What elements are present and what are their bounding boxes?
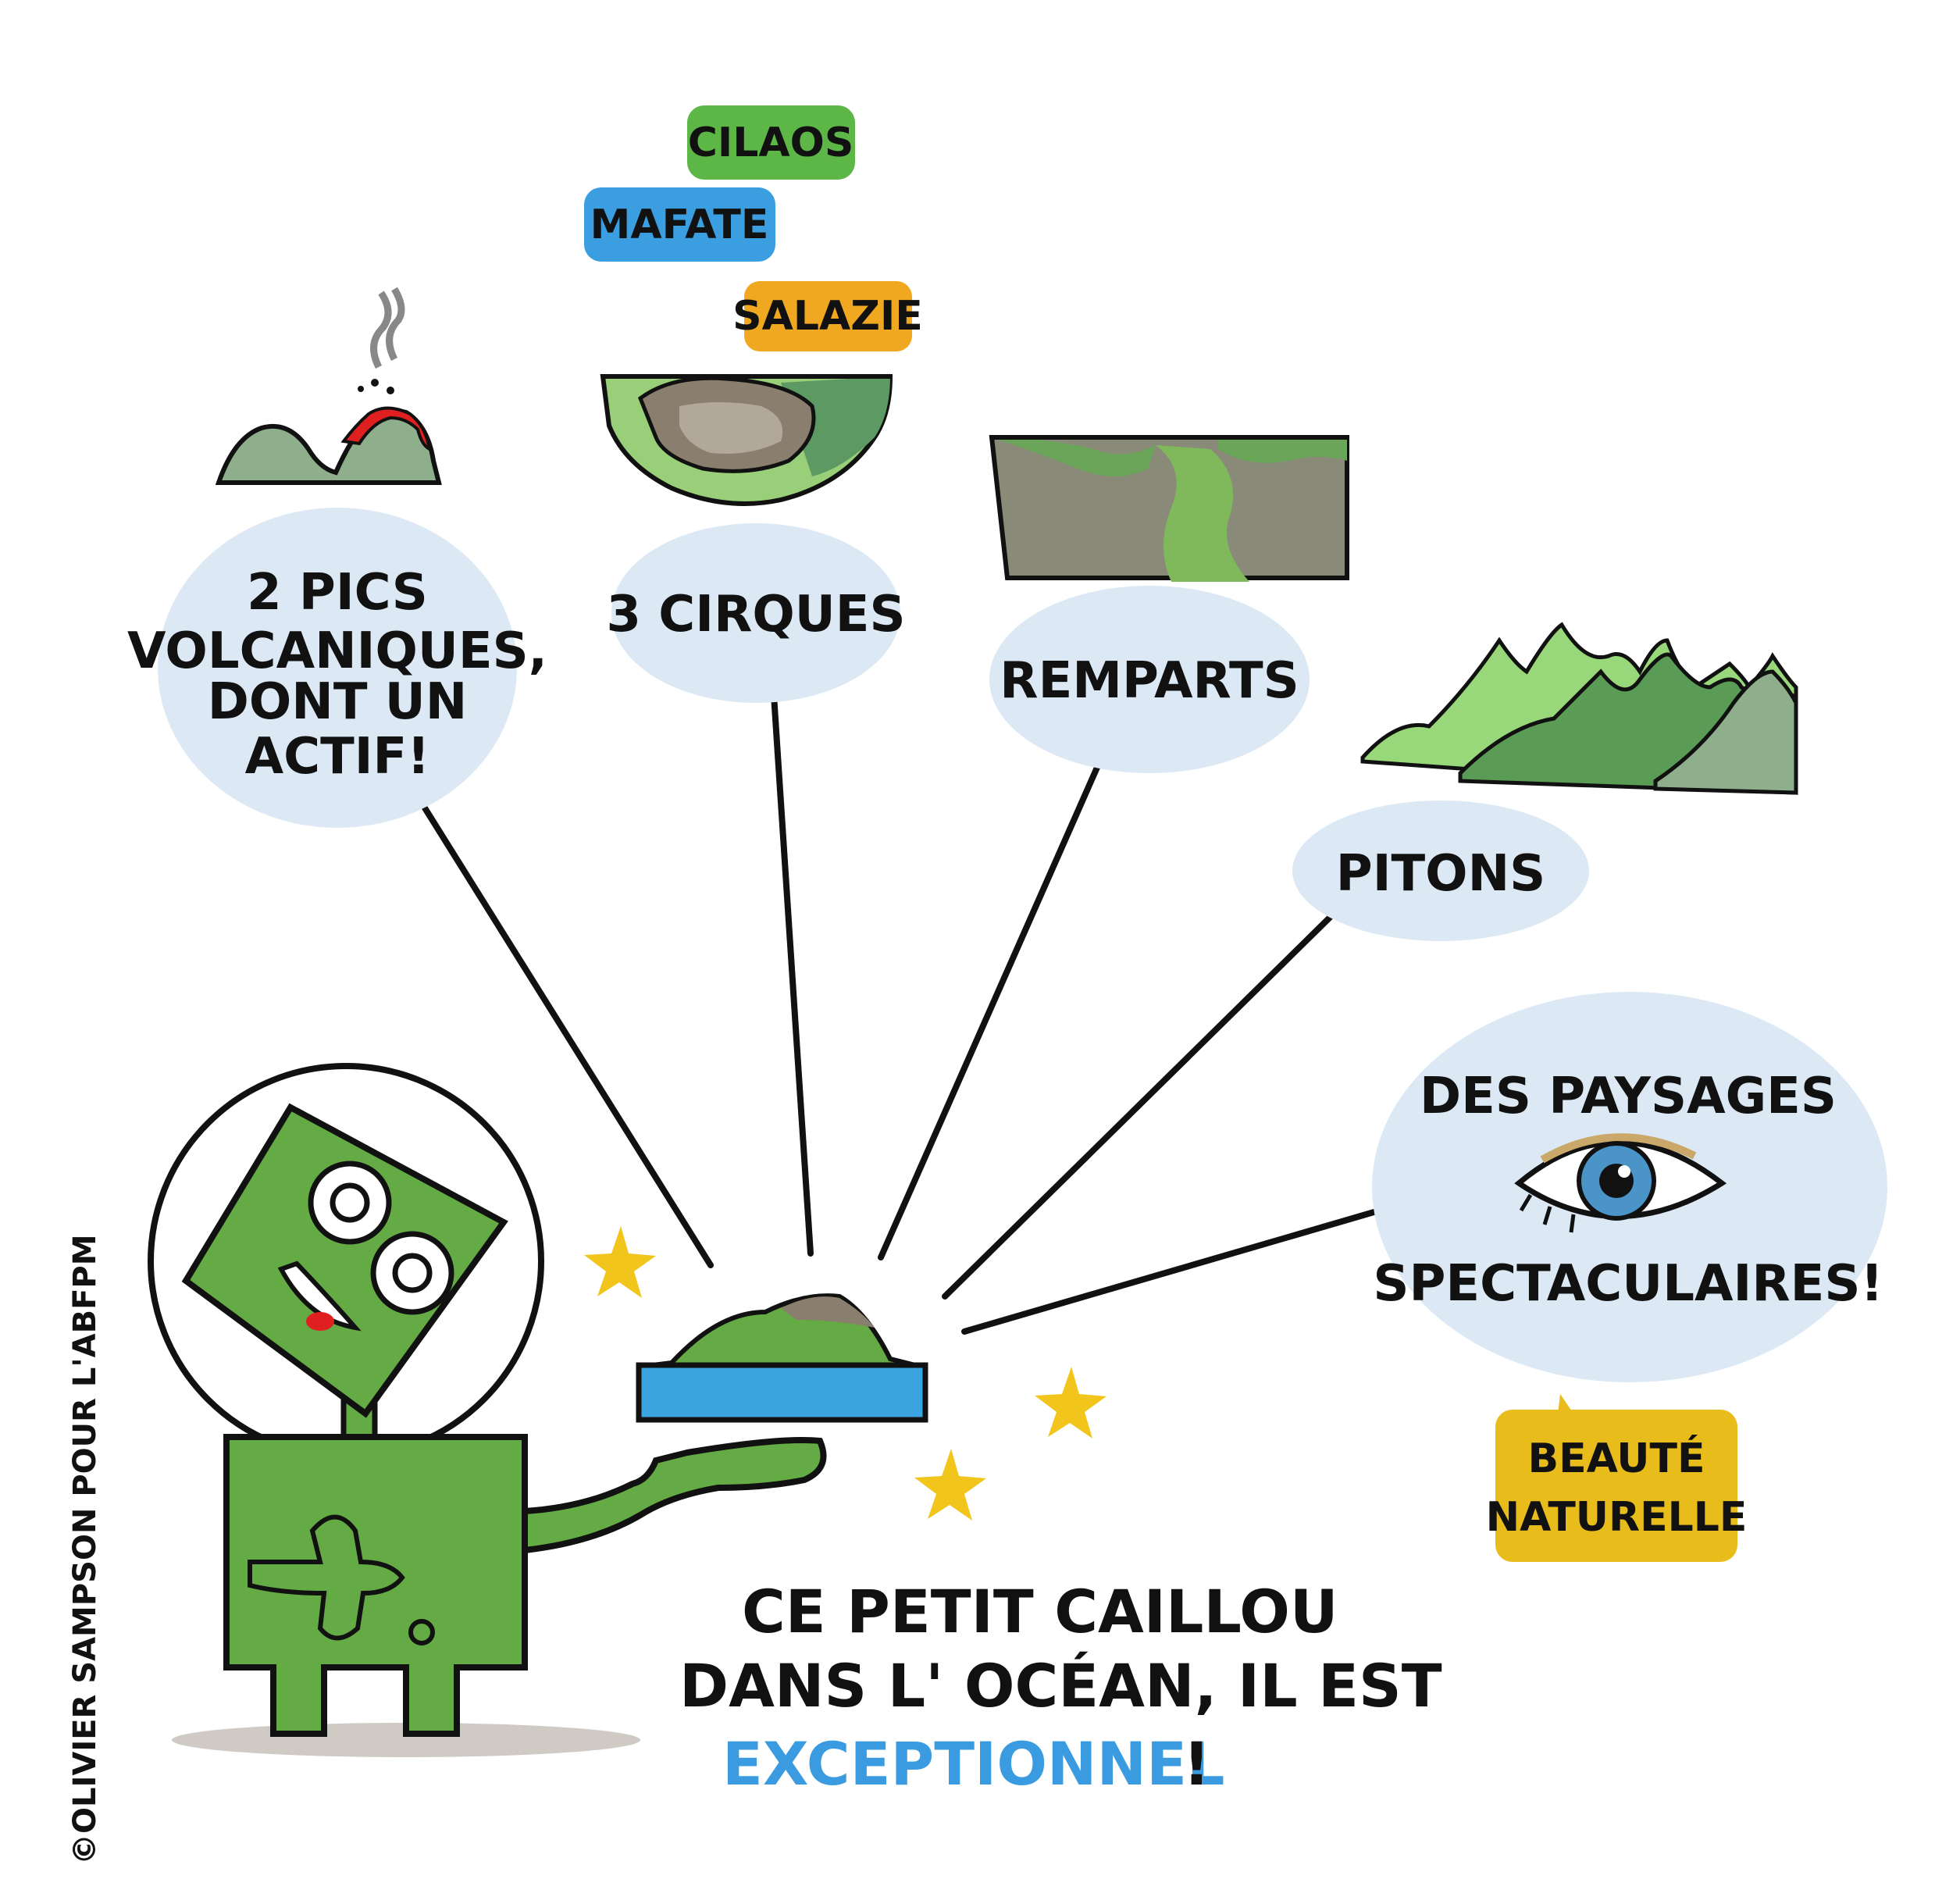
badge-line1: BEAUTÉ: [1527, 1435, 1705, 1482]
cirque-icon: [600, 374, 893, 506]
bubble-volcanic-line4: ACTIF!: [245, 728, 430, 786]
alien-head: [181, 1103, 508, 1418]
caption-highlight: EXCEPTIONNEL: [722, 1729, 1224, 1799]
bubble-volcanic-line2: VOLCANIQUES,: [127, 622, 547, 680]
alien-character: [148, 1063, 827, 1757]
alien-eye-right: [370, 1231, 454, 1315]
connector-lines: [417, 680, 1436, 1335]
connector-cirques: [770, 680, 814, 1257]
tag-cilaos-label: CILAOS: [688, 119, 854, 166]
tag-salazie: SALAZIE: [732, 281, 923, 351]
bubble-paysages: DES PAYSAGES SPECTACULAIRES!: [1372, 992, 1887, 1382]
tag-cilaos: CILAOS: [687, 105, 855, 180]
connector-volcanic: [417, 797, 714, 1268]
ramparts-icon: [989, 435, 1349, 582]
volcano-icon: [215, 287, 442, 485]
badge-beaute-naturelle: BEAUTÉ NATURELLE: [1486, 1394, 1748, 1562]
ocean-tray: [636, 1362, 928, 1423]
bubble-volcanic-line3: DONT UN: [208, 673, 468, 731]
star-icon: [584, 1226, 656, 1298]
bubble-volcanic: 2 PICS VOLCANIQUES, DONT UN ACTIF!: [127, 508, 547, 828]
caption: CE PETIT CAILLOU DANS L' OCÉAN, IL EST E…: [679, 1577, 1442, 1799]
bubble-pitons: PITONS: [1292, 800, 1589, 941]
bubble-remparts: REMPARTS: [989, 586, 1310, 773]
caption-exclamation: !: [1183, 1729, 1210, 1799]
bubble-paysages-top: DES PAYSAGES: [1420, 1068, 1837, 1125]
star-icon: [914, 1449, 986, 1521]
sparkle-stars: [584, 1226, 1107, 1521]
caption-line2: DANS L' OCÉAN, IL EST: [679, 1651, 1442, 1720]
caption-line1: CE PETIT CAILLOU: [742, 1577, 1338, 1646]
connector-paysages: [961, 1192, 1436, 1335]
connector-pitons: [942, 903, 1345, 1300]
eye-icon: [1514, 1133, 1727, 1233]
badge-line2: NATURELLE: [1486, 1494, 1748, 1541]
artist-credit: ©OLIVIER SAMPSON POUR L'ABFPM: [67, 1234, 103, 1865]
tag-mafate-label: MAFATE: [590, 201, 769, 248]
bubble-remparts-label: REMPARTS: [1000, 652, 1299, 710]
alien-eye-left: [308, 1161, 392, 1245]
alien-body-mark: [248, 1514, 405, 1641]
bubble-volcanic-line1: 2 PICS: [247, 564, 428, 622]
bubble-cirques: 3 CIRQUES: [606, 523, 906, 703]
bubble-pitons-label: PITONS: [1336, 845, 1545, 903]
bubble-cirques-label: 3 CIRQUES: [606, 586, 905, 644]
star-icon: [1035, 1367, 1107, 1439]
tag-salazie-label: SALAZIE: [732, 293, 923, 340]
connector-remparts: [878, 747, 1108, 1260]
alien-mouth: [277, 1260, 362, 1332]
alien-arm: [522, 1437, 827, 1554]
tag-mafate: MAFATE: [584, 187, 775, 262]
island-icon: [636, 1293, 928, 1423]
pitons-icon: [1360, 622, 1798, 795]
bubble-paysages-bottom: SPECTACULAIRES!: [1373, 1255, 1883, 1313]
